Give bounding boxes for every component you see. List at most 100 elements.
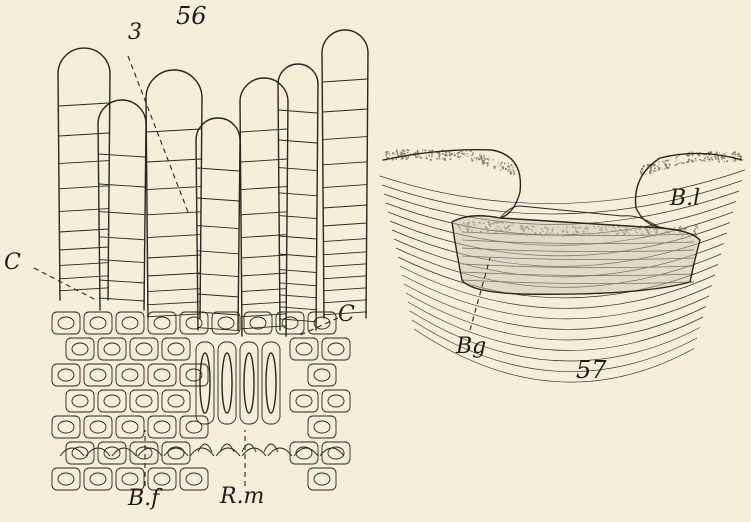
stipple-dot: [669, 163, 671, 165]
stipple-dot: [471, 155, 472, 156]
stipple-dot: [677, 163, 679, 165]
stipple-dot: [508, 169, 509, 170]
figure-57-drawing: [380, 149, 745, 382]
stipple-dot: [688, 158, 690, 160]
cell-wall: [241, 187, 287, 190]
stipple-dot: [408, 156, 409, 157]
stipple-dot: [670, 160, 671, 161]
stipple-dot: [474, 157, 475, 158]
cell-wall: [59, 276, 109, 279]
stipple-dot: [479, 156, 480, 157]
stipple-dot: [513, 171, 514, 172]
cell-wall: [197, 294, 239, 297]
parenchyma-cell: [52, 312, 80, 334]
stipple-dot: [696, 225, 698, 227]
stipple-dot: [664, 168, 665, 169]
stipple-dot: [708, 161, 709, 162]
stipple-dot: [483, 156, 484, 157]
stipple-dot: [404, 151, 405, 152]
cell-nucleus: [168, 447, 184, 459]
stipple-dot: [732, 159, 733, 160]
cell-wall: [323, 264, 367, 267]
parenchyma-cell: [84, 312, 112, 334]
cell-nucleus: [218, 317, 234, 329]
stipple-dot: [473, 152, 474, 153]
stipple-dot: [438, 153, 440, 155]
stipple-dot: [509, 169, 510, 170]
parenchyma-cell: [52, 468, 80, 490]
stipple-dot: [498, 162, 499, 163]
cell-wall: [147, 273, 201, 276]
elongated-cell: [218, 342, 236, 424]
stipple-dot: [708, 158, 710, 160]
stipple-dot: [450, 156, 451, 157]
parenchyma-cell: [98, 442, 126, 464]
stipple-dot: [438, 156, 440, 158]
stipple-dot: [675, 164, 677, 166]
cell-nucleus: [122, 317, 138, 329]
lamina-line: [408, 302, 703, 350]
stipple-dot: [674, 227, 676, 229]
cell-wall: [241, 159, 287, 162]
parenchyma-cell: [52, 364, 80, 386]
filament-cap: [278, 64, 318, 84]
filament-side: [98, 124, 100, 310]
parenchyma-group: [52, 312, 350, 490]
stipple-dot: [685, 227, 687, 229]
stipple-dot: [737, 156, 738, 157]
stipple-dot: [484, 158, 485, 159]
cell-wall: [147, 302, 201, 305]
cell-wall: [99, 212, 145, 215]
filament-side: [144, 124, 146, 310]
cell-nucleus: [122, 369, 138, 381]
stipple-dot: [683, 162, 685, 164]
stipple-dot: [454, 153, 455, 154]
label-bf: B.f: [128, 488, 159, 510]
cell-wall: [323, 288, 367, 291]
stipple-dot: [425, 156, 426, 157]
cell-nucleus: [154, 369, 170, 381]
stipple-dot: [425, 157, 427, 159]
stipple-dot: [436, 158, 438, 160]
cell-nucleus: [328, 395, 344, 407]
stipple-dot: [688, 155, 690, 157]
cell-nucleus: [122, 473, 138, 485]
stipple-dot: [718, 158, 719, 159]
filament-side: [240, 102, 242, 336]
stipple-dot: [678, 163, 679, 164]
cell-wall: [323, 205, 367, 208]
filament-cap: [322, 30, 368, 53]
stipple-dot: [492, 159, 493, 160]
cell-nucleus: [90, 317, 106, 329]
stipple-dot: [416, 156, 418, 158]
stipple-dot: [446, 154, 448, 156]
label-c-left: C: [4, 252, 21, 274]
stipple-dot: [473, 158, 474, 159]
stipple-dot: [424, 149, 426, 151]
basal-arch: [242, 448, 266, 456]
label-rm: R.m: [220, 486, 264, 508]
stipple-dot: [388, 151, 389, 152]
stipple-dot: [405, 153, 406, 154]
cell-wall: [59, 186, 109, 189]
stipple-dot: [498, 166, 499, 167]
stipple-dot: [461, 153, 463, 155]
stipple-dot: [654, 167, 656, 169]
filament-cap: [146, 70, 202, 98]
parenchyma-cell: [322, 442, 350, 464]
stipple-dot: [385, 151, 387, 153]
stipple-dot: [659, 167, 660, 168]
stipple-dot: [497, 163, 498, 164]
cell-nucleus: [90, 473, 106, 485]
cell-wall: [99, 237, 145, 240]
stipple-dot: [695, 160, 697, 162]
cell-wall: [197, 198, 239, 201]
stipple-dot: [401, 152, 403, 154]
stipple-dot: [666, 159, 668, 161]
cell-nucleus: [314, 473, 330, 485]
basal-arch: [320, 448, 344, 456]
cell-nucleus: [186, 317, 202, 329]
stipple-dot: [459, 159, 460, 160]
cell-nucleus: [72, 343, 88, 355]
cavity-outline: [452, 216, 700, 295]
